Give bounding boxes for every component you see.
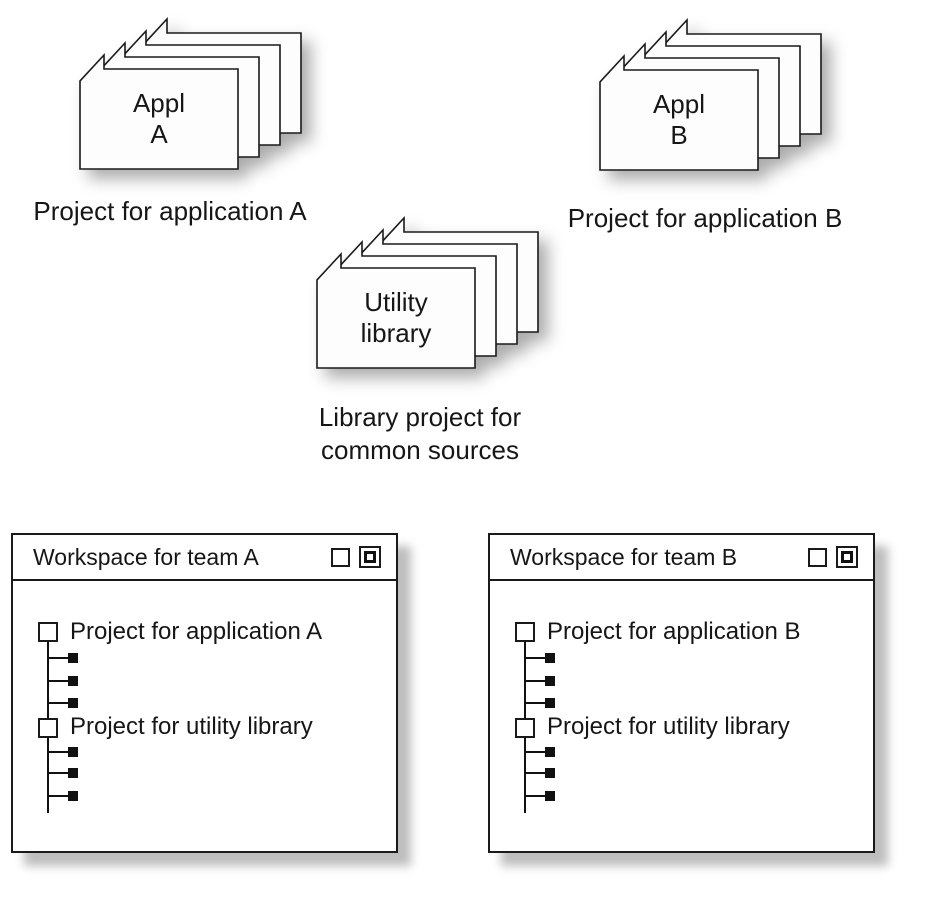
window-buttons [808, 546, 858, 568]
tree-item-label[interactable]: Project for application B [547, 618, 801, 645]
stack-b-label: Appl B [652, 89, 706, 150]
stack-utility-label: Utility library [360, 287, 432, 348]
tree-leaf-square [68, 698, 78, 708]
tree-leaf-square [545, 653, 555, 663]
square-in-square-icon[interactable] [359, 546, 381, 568]
stack-utility-caption: Library project for common sources [318, 402, 522, 465]
tree-leaf-square [545, 698, 555, 708]
empty-square-icon[interactable] [331, 547, 350, 567]
tree-branch-line [47, 751, 68, 753]
inner-square [841, 551, 853, 563]
window-workspace-a: Workspace for team A Project for applica… [11, 533, 398, 853]
tree-branch-line [524, 657, 545, 659]
tree-node-toggle[interactable] [38, 718, 58, 738]
tree-item-label[interactable]: Project for application A [70, 618, 323, 645]
tree-leaf-square [68, 676, 78, 686]
stack-a-label: Appl A [132, 88, 186, 149]
window-workspace-b: Workspace for team B Project for applica… [488, 533, 875, 853]
tree-node-toggle[interactable] [515, 718, 535, 738]
tree-branch-line [47, 702, 68, 704]
tree-node-toggle[interactable] [38, 622, 58, 642]
tree-item-label[interactable]: Project for utility library [547, 713, 790, 740]
titlebar[interactable]: Workspace for team B [490, 535, 873, 581]
tree-leaf-square [68, 747, 78, 757]
tree-branch-line [47, 772, 68, 774]
tree-leaf-square [545, 791, 555, 801]
tree-branch-line [524, 702, 545, 704]
window-title: Workspace for team A [33, 543, 259, 570]
tree-branch-line [47, 657, 68, 659]
tree-branch-line [47, 680, 68, 682]
inner-square [364, 551, 376, 563]
stack-b-caption: Project for application B [567, 203, 843, 233]
stack-a-caption: Project for application A [33, 196, 307, 226]
tree-leaf-square [68, 791, 78, 801]
window-body: Project for application A Project for ut… [13, 581, 396, 853]
tree-node-toggle[interactable] [515, 622, 535, 642]
tree-branch-line [524, 680, 545, 682]
tree-leaf-square [68, 653, 78, 663]
empty-square-icon[interactable] [808, 547, 827, 567]
tree-leaf-square [545, 747, 555, 757]
tree-branch-line [524, 751, 545, 753]
window-title: Workspace for team B [510, 543, 738, 570]
window-buttons [331, 546, 381, 568]
tree-branch-line [47, 795, 68, 797]
tree-branch-line [524, 795, 545, 797]
tree-leaf-square [545, 676, 555, 686]
tree-item-label[interactable]: Project for utility library [70, 713, 313, 740]
tree-branch-line [524, 772, 545, 774]
window-body: Project for application B Project for ut… [490, 581, 873, 853]
square-in-square-icon[interactable] [836, 546, 858, 568]
tree-leaf-square [68, 768, 78, 778]
tree-leaf-square [545, 768, 555, 778]
titlebar[interactable]: Workspace for team A [13, 535, 396, 581]
